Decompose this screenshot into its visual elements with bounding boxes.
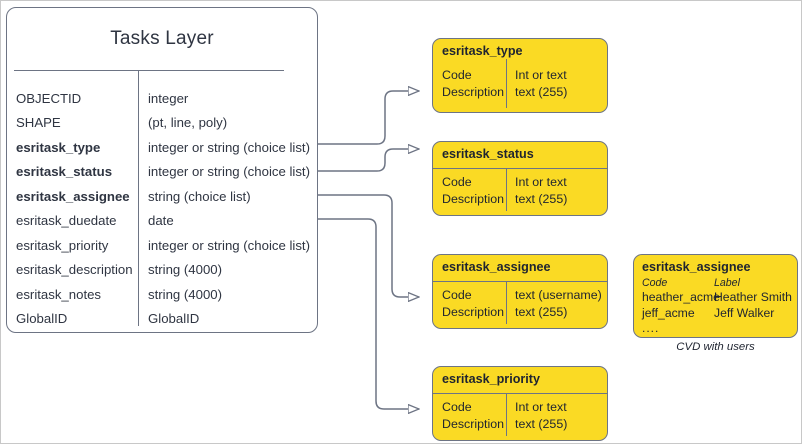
connector-type (318, 91, 419, 145)
cvd-header-code: Code (642, 277, 668, 289)
domain-left-column: Code Description (433, 287, 506, 320)
domain-column-divider (506, 59, 507, 108)
cvd-header-label: Label (714, 277, 740, 289)
domain-content: Code Description Int or text text (255) (433, 67, 607, 100)
cvd-cell-label: Heather Smith (714, 290, 792, 304)
field-name: esritask_duedate (16, 213, 117, 229)
domain-header-divider (433, 393, 607, 394)
entity-header-divider (14, 70, 284, 71)
field-name: esritask_type (16, 139, 101, 155)
field-type: integer (148, 90, 189, 106)
domain-header-divider (433, 168, 607, 169)
domain-title: esritask_assignee (442, 260, 551, 274)
connector-assignee (318, 194, 419, 297)
field-name: SHAPE (16, 115, 61, 131)
domain-left-line: Description (442, 304, 504, 319)
field-name: esritask_assignee (16, 188, 130, 204)
cvd-caption: CVD with users (676, 341, 755, 353)
connector-priority (318, 218, 419, 409)
domain-box-esritask-status[interactable]: esritask_status Code Description Int or … (432, 141, 608, 216)
field-type: string (4000) (148, 286, 223, 302)
domain-left-column: Code Description (433, 67, 506, 100)
field-type: integer or string (choice list) (148, 164, 310, 180)
domain-left-line: Description (442, 416, 504, 431)
cvd-cell-code: jeff_acme (642, 305, 695, 320)
domain-right-line: Int or text (515, 400, 567, 414)
table-row[interactable]: esritask_type integer or string (choice … (7, 135, 317, 160)
domain-right-line: text (username) (515, 288, 602, 302)
cvd-ellipsis: .... (642, 321, 660, 335)
domain-title: esritask_priority (442, 372, 541, 386)
table-row[interactable]: esritask_notes string (4000) (7, 282, 317, 307)
domain-box-esritask-type[interactable]: esritask_type Code Description Int or te… (432, 38, 608, 113)
table-row[interactable]: SHAPE (pt, line, poly) (7, 111, 317, 136)
table-row[interactable]: esritask_status integer or string (choic… (7, 160, 317, 185)
table-row[interactable]: esritask_priority integer or string (cho… (7, 233, 317, 258)
domain-box-esritask-priority[interactable]: esritask_priority Code Description Int o… (432, 366, 608, 441)
page-title: Tasks Layer (110, 28, 214, 49)
cvd-cell-label: Jeff Walker (714, 305, 775, 320)
domain-right-line: Int or text (515, 175, 567, 189)
domain-left-column: Code Description (433, 399, 506, 432)
domain-left-column: Code Description (433, 174, 506, 207)
field-name: OBJECTID (16, 90, 82, 106)
field-name: esritask_description (16, 262, 133, 278)
field-name: esritask_priority (16, 237, 109, 253)
domain-column-divider (506, 393, 507, 436)
domain-content: Code Description Int or text text (255) (433, 399, 607, 432)
domain-right-column: text (username) text (255) (506, 287, 607, 320)
domain-right-column: Int or text text (255) (506, 174, 607, 207)
cvd-cell-code: heather_acme (642, 290, 720, 304)
table-row[interactable]: esritask_assignee string (choice list) (7, 184, 317, 209)
entity-column-divider (138, 70, 139, 326)
table-row[interactable]: GlobalID GlobalID (7, 307, 317, 332)
domain-right-line: text (255) (515, 416, 568, 431)
domain-column-divider (506, 168, 507, 211)
field-list: OBJECTID integer SHAPE (pt, line, poly) … (7, 86, 317, 331)
domain-left-line: Description (442, 84, 504, 99)
field-type: (pt, line, poly) (148, 115, 228, 131)
cvd-sample-box[interactable]: esritask_assignee Code Label heather_acm… (633, 254, 798, 338)
domain-right-line: Int or text (515, 68, 567, 82)
table-row[interactable]: esritask_duedate date (7, 209, 317, 234)
domain-content: Code Description text (username) text (2… (433, 287, 607, 320)
cvd-title: esritask_assignee (642, 260, 751, 274)
domain-left-line: Code (442, 288, 472, 302)
domain-title: esritask_status (442, 147, 534, 161)
cvd-header-row: Code Label (642, 276, 793, 290)
domain-title: esritask_type (442, 44, 523, 58)
field-type: string (choice list) (148, 188, 251, 204)
domain-column-divider (506, 281, 507, 324)
domain-right-line: text (255) (515, 191, 568, 206)
cvd-row[interactable]: heather_acme Heather Smith (642, 290, 793, 306)
domain-left-line: Code (442, 175, 472, 189)
cvd-table: Code Label heather_acme Heather Smith je… (642, 276, 793, 336)
domain-content: Code Description Int or text text (255) (433, 174, 607, 207)
domain-left-line: Code (442, 400, 472, 414)
field-type: date (148, 213, 174, 229)
field-type: GlobalID (148, 311, 200, 327)
field-type: string (4000) (148, 262, 223, 278)
domain-right-line: text (255) (515, 84, 568, 99)
connector-status (318, 149, 419, 172)
domain-header-divider (433, 281, 607, 282)
field-name: esritask_status (16, 164, 113, 180)
domain-right-column: Int or text text (255) (506, 399, 607, 432)
table-row[interactable]: OBJECTID integer (7, 86, 317, 111)
domain-right-column: Int or text text (255) (506, 67, 607, 100)
field-type: integer or string (choice list) (148, 237, 310, 253)
field-name: esritask_notes (16, 286, 102, 302)
table-row[interactable]: esritask_description string (4000) (7, 258, 317, 283)
cvd-row[interactable]: jeff_acme Jeff Walker (642, 306, 793, 322)
entity-tasks-layer[interactable]: Tasks Layer OBJECTID integer SHAPE (pt, … (6, 7, 318, 333)
domain-right-line: text (255) (515, 304, 568, 319)
field-type: integer or string (choice list) (148, 139, 310, 155)
domain-left-line: Description (442, 191, 504, 206)
domain-left-line: Code (442, 68, 472, 82)
domain-box-esritask-assignee[interactable]: esritask_assignee Code Description text … (432, 254, 608, 329)
field-name: GlobalID (16, 311, 68, 327)
